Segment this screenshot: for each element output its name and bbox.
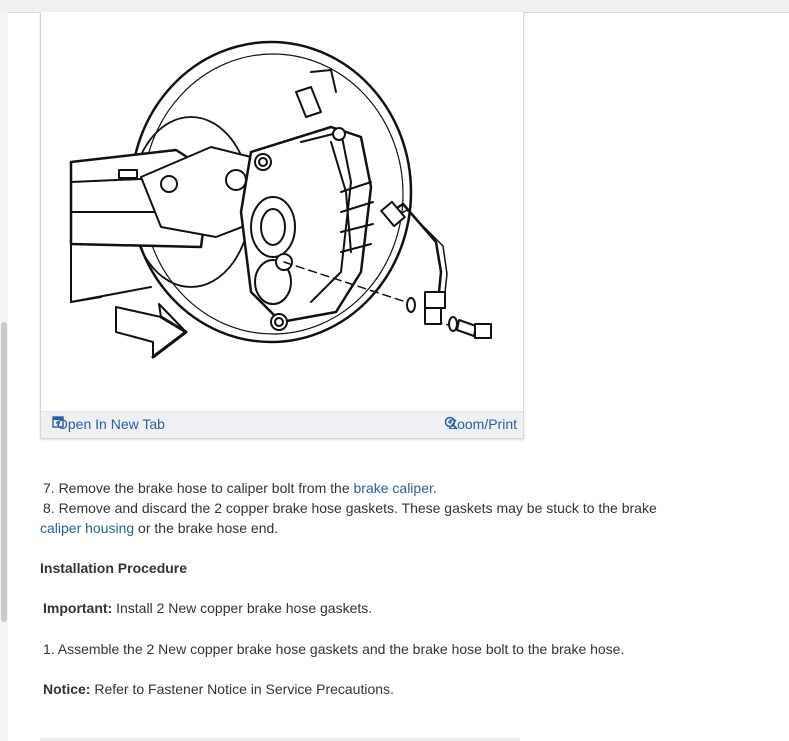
figure-container: Open In New Tab Zoom/Print — [40, 12, 524, 439]
notice-label: Notice: — [43, 681, 91, 697]
zoom-print-link[interactable]: Zoom/Print — [444, 416, 517, 432]
scrollbar-thumb[interactable] — [1, 322, 7, 622]
step-7-end: . — [432, 480, 437, 496]
notice-text: Refer to Fastener Notice in Service Prec… — [90, 681, 394, 697]
open-in-new-tab-label: Open In New Tab — [57, 416, 165, 432]
installation-heading: Installation Procedure — [40, 560, 188, 576]
step-7-text: 7. Remove the brake hose to caliper bolt… — [43, 480, 354, 496]
important-text: Install 2 New copper brake hose gaskets. — [112, 600, 373, 616]
step-7: 7. Remove the brake hose to caliper bolt… — [40, 478, 680, 498]
step-8-text: 8. Remove and discard the 2 copper brake… — [43, 500, 657, 516]
caliper-housing-link[interactable]: caliper housing — [40, 520, 135, 536]
important-label: Important: — [43, 600, 113, 616]
step-8-end: or the brake hose end. — [134, 520, 279, 536]
install-step-1: 1. Assemble the 2 New copper brake hose … — [43, 641, 625, 657]
spacer — [40, 578, 680, 598]
next-figure-edge — [40, 738, 520, 741]
figure-toolbar: Open In New Tab Zoom/Print — [41, 411, 523, 438]
spacer — [40, 618, 680, 639]
step-8-continued: caliper housing or the brake hose end. — [40, 518, 680, 538]
brake-caliper-link[interactable]: brake caliper — [353, 480, 433, 496]
brake-caliper-diagram — [69, 40, 492, 359]
zoom-print-label: Zoom/Print — [448, 416, 517, 432]
open-in-new-tab-link[interactable]: Open In New Tab — [52, 416, 165, 432]
scrollbar-track[interactable] — [0, 12, 8, 741]
important-note: Important: Install 2 New copper brake ho… — [40, 598, 680, 618]
spacer — [40, 538, 680, 558]
spacer — [40, 659, 680, 679]
procedure-content: 7. Remove the brake hose to caliper bolt… — [40, 478, 680, 699]
notice-note: Notice: Refer to Fastener Notice in Serv… — [40, 679, 680, 699]
step-8: 8. Remove and discard the 2 copper brake… — [40, 498, 680, 518]
